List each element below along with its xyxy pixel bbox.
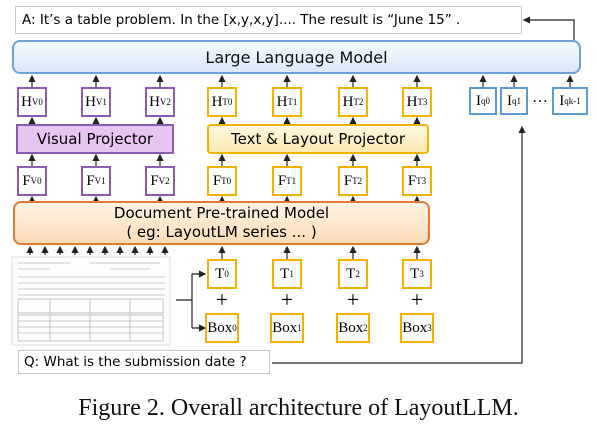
instruction-token-0-subscript: q0 xyxy=(481,96,490,106)
answer-box: A: It’s a table problem. In the [x,y,x,y… xyxy=(15,6,522,34)
text-token-1-base: T xyxy=(280,265,290,282)
figure-caption: Figure 2. Overall architecture of Layout… xyxy=(78,395,519,421)
feature-visual-2-subscript: V2 xyxy=(158,176,170,186)
plus-sign-2: + xyxy=(346,287,360,312)
hidden-text-3-base: H xyxy=(406,93,418,110)
instruction-token-1-base: I xyxy=(507,92,512,109)
feature-text-0-base: F xyxy=(212,172,222,189)
hidden-visual-0-subscript: V0 xyxy=(31,97,43,107)
text-token-0-base: T xyxy=(215,265,225,282)
plus-sign-1: + xyxy=(280,287,294,312)
feature-visual-2-base: F xyxy=(150,172,159,189)
feature-text-1-base: F xyxy=(277,172,287,189)
hidden-text-1-subscript: T1 xyxy=(287,97,298,107)
hidden-visual-1-subscript: V1 xyxy=(95,97,107,107)
feature-text-2-base: F xyxy=(343,172,353,189)
visual-projector: Visual Projector xyxy=(16,124,174,154)
instruction-token-2-base: I xyxy=(559,92,565,109)
question-to-instruction-arrow xyxy=(272,125,526,364)
text-token-2-base: T xyxy=(346,265,356,282)
dpm-subtitle: ( eg: LayoutLM series ... ) xyxy=(126,223,317,241)
text-layout-projector: Text & Layout Projector xyxy=(207,124,429,154)
hidden-visual-2-base: H xyxy=(149,93,160,110)
feature-text-1-subscript: T1 xyxy=(286,176,297,186)
hidden-visual-2-subscript: V2 xyxy=(159,97,171,107)
box-token-1-base: Box xyxy=(272,319,298,336)
box-token-2-base: Box xyxy=(338,319,364,336)
feature-text-3-base: F xyxy=(407,172,417,189)
plus-sign-0: + xyxy=(215,287,229,312)
instruction-token-0-base: I xyxy=(476,92,481,109)
hidden-text-2-subscript: T2 xyxy=(353,97,364,107)
hidden-text-1-base: H xyxy=(276,93,288,110)
text-token-2-subscript: 2 xyxy=(355,269,360,279)
hidden-text-0-base: H xyxy=(211,93,223,110)
hidden-text-3-subscript: T3 xyxy=(417,97,428,107)
box-token-3-base: Box xyxy=(402,319,428,336)
document-pretrained-model: Document Pre-trained Model ( eg: LayoutL… xyxy=(13,201,430,245)
instruction-ellipsis: … xyxy=(532,89,548,106)
text-token-3-subscript: 3 xyxy=(419,269,424,279)
feature-text-0-subscript: T0 xyxy=(221,176,232,186)
instruction-token-2-subscript: qk-1 xyxy=(564,96,581,106)
feature-visual-0-subscript: V0 xyxy=(30,176,42,186)
box-token-2-subscript: 2 xyxy=(363,323,368,333)
hidden-visual-1-base: H xyxy=(85,93,96,110)
llm-to-answer-arrow xyxy=(522,16,575,40)
box-token-0-subscript: 0 xyxy=(232,323,237,333)
feature-text-2-subscript: T2 xyxy=(352,176,363,186)
question-box: Q: What is the submission date ? xyxy=(18,350,270,374)
document-image xyxy=(10,255,175,347)
plus-sign-3: + xyxy=(410,287,424,312)
feature-text-3-subscript: T3 xyxy=(416,176,427,186)
feature-visual-0-base: F xyxy=(22,172,31,189)
instruction-token-1-subscript: q1 xyxy=(512,96,521,106)
box-token-1-subscript: 1 xyxy=(297,323,302,333)
hidden-text-2-base: H xyxy=(342,93,354,110)
feature-visual-1-base: F xyxy=(86,172,95,189)
box-token-3-subscript: 3 xyxy=(427,323,432,333)
text-token-0-subscript: 0 xyxy=(224,269,229,279)
text-token-1-subscript: 1 xyxy=(289,269,294,279)
hidden-text-0-subscript: T0 xyxy=(222,97,233,107)
text-token-3-base: T xyxy=(410,265,420,282)
hidden-visual-0-base: H xyxy=(21,93,32,110)
large-language-model: Large Language Model xyxy=(12,40,581,74)
box-token-0-base: Box xyxy=(207,319,233,336)
dpm-title: Document Pre-trained Model xyxy=(113,204,330,222)
document-to-tokens-bracket xyxy=(176,273,204,329)
feature-visual-1-subscript: V1 xyxy=(94,176,106,186)
